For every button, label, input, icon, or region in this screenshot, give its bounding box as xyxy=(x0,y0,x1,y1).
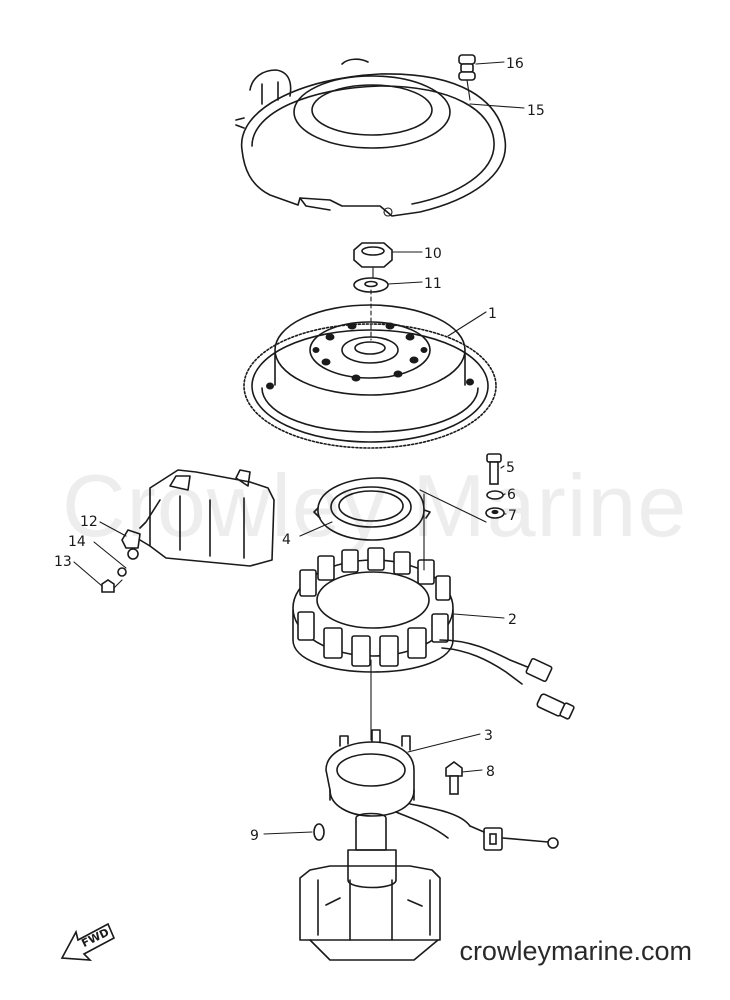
callout-9: 9 xyxy=(250,828,259,844)
flywheel-nut xyxy=(353,242,393,268)
callout-numbers: 16 15 10 11 1 5 6 7 12 4 14 13 2 3 8 9 xyxy=(54,56,545,844)
flywheel-cover xyxy=(235,58,507,217)
callout-12: 12 xyxy=(80,514,98,530)
washer-7 xyxy=(485,507,505,519)
callout-7: 7 xyxy=(508,508,517,524)
flywheel xyxy=(243,304,497,449)
callout-2: 2 xyxy=(508,612,517,628)
ignition-bracket xyxy=(101,469,275,593)
callout-8: 8 xyxy=(486,764,495,780)
callout-4: 4 xyxy=(282,532,291,548)
stator-plate xyxy=(313,477,431,541)
fwd-arrow: FWD xyxy=(60,922,116,961)
callout-1: 1 xyxy=(488,306,497,322)
callout-6: 6 xyxy=(507,487,516,503)
pulser-bracket xyxy=(325,729,559,851)
site-url: crowleymarine.com xyxy=(459,936,692,966)
callout-10: 10 xyxy=(424,246,442,262)
screw-8 xyxy=(445,761,463,795)
leader-lines xyxy=(73,61,525,835)
callout-11: 11 xyxy=(424,276,442,292)
watermark: Crowley Marine xyxy=(62,456,688,555)
bolt-5 xyxy=(486,453,502,485)
grommet xyxy=(458,54,476,101)
callout-16: 16 xyxy=(506,56,524,72)
callout-14: 14 xyxy=(68,534,86,550)
washer xyxy=(353,277,389,293)
callout-13: 13 xyxy=(54,554,72,570)
woodruff-key xyxy=(313,823,325,841)
stator-coil xyxy=(292,547,575,720)
crankshaft-base xyxy=(299,812,441,961)
callout-3: 3 xyxy=(484,728,493,744)
callout-5: 5 xyxy=(506,460,515,476)
lock-washer-6 xyxy=(486,490,504,500)
callout-15: 15 xyxy=(527,103,545,119)
